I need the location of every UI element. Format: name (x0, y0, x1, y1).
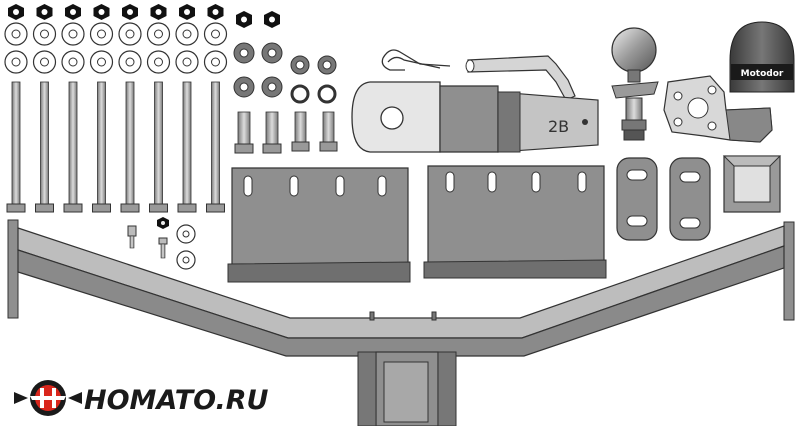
ball-mount-bar: 2B (351, 81, 599, 153)
bolt-icon (211, 81, 220, 205)
spacer-plates (616, 157, 711, 241)
bolt-column (4, 4, 28, 213)
mounting-bracket-right (423, 165, 607, 279)
nut-washer-group (233, 11, 337, 104)
bolt-set (4, 4, 228, 213)
tow-ball (611, 27, 659, 141)
bolt-column (146, 4, 171, 213)
receiver-insert (722, 155, 782, 213)
bolt-column (203, 4, 228, 213)
towbar-crossbar (7, 219, 795, 426)
logo-text: HOMATO.RU (84, 385, 269, 416)
short-bolts (234, 111, 338, 154)
ball-mount-stamp: 2B (548, 117, 569, 136)
bolt-icon (11, 81, 21, 205)
homato-logo: HOMATO.RU (14, 380, 269, 416)
socket-bracket (663, 75, 773, 143)
bolt-icon (154, 81, 163, 205)
bolt-icon (68, 81, 78, 205)
r-clip-pin (381, 49, 451, 71)
small-bolt-set (127, 217, 196, 270)
bolt-icon (97, 81, 106, 205)
bolt-column (118, 4, 142, 213)
bolt-column (175, 4, 199, 213)
bolt-column (61, 4, 85, 213)
bolt-icon (125, 81, 135, 205)
bolt-column (32, 4, 57, 213)
bolt-icon (182, 81, 192, 205)
mounting-bracket-left (227, 167, 411, 283)
bolt-column (89, 4, 114, 213)
bolt-icon (40, 81, 49, 205)
cover-brand-text: Motodor (741, 69, 784, 79)
ball-cover: Motodor (729, 21, 795, 93)
